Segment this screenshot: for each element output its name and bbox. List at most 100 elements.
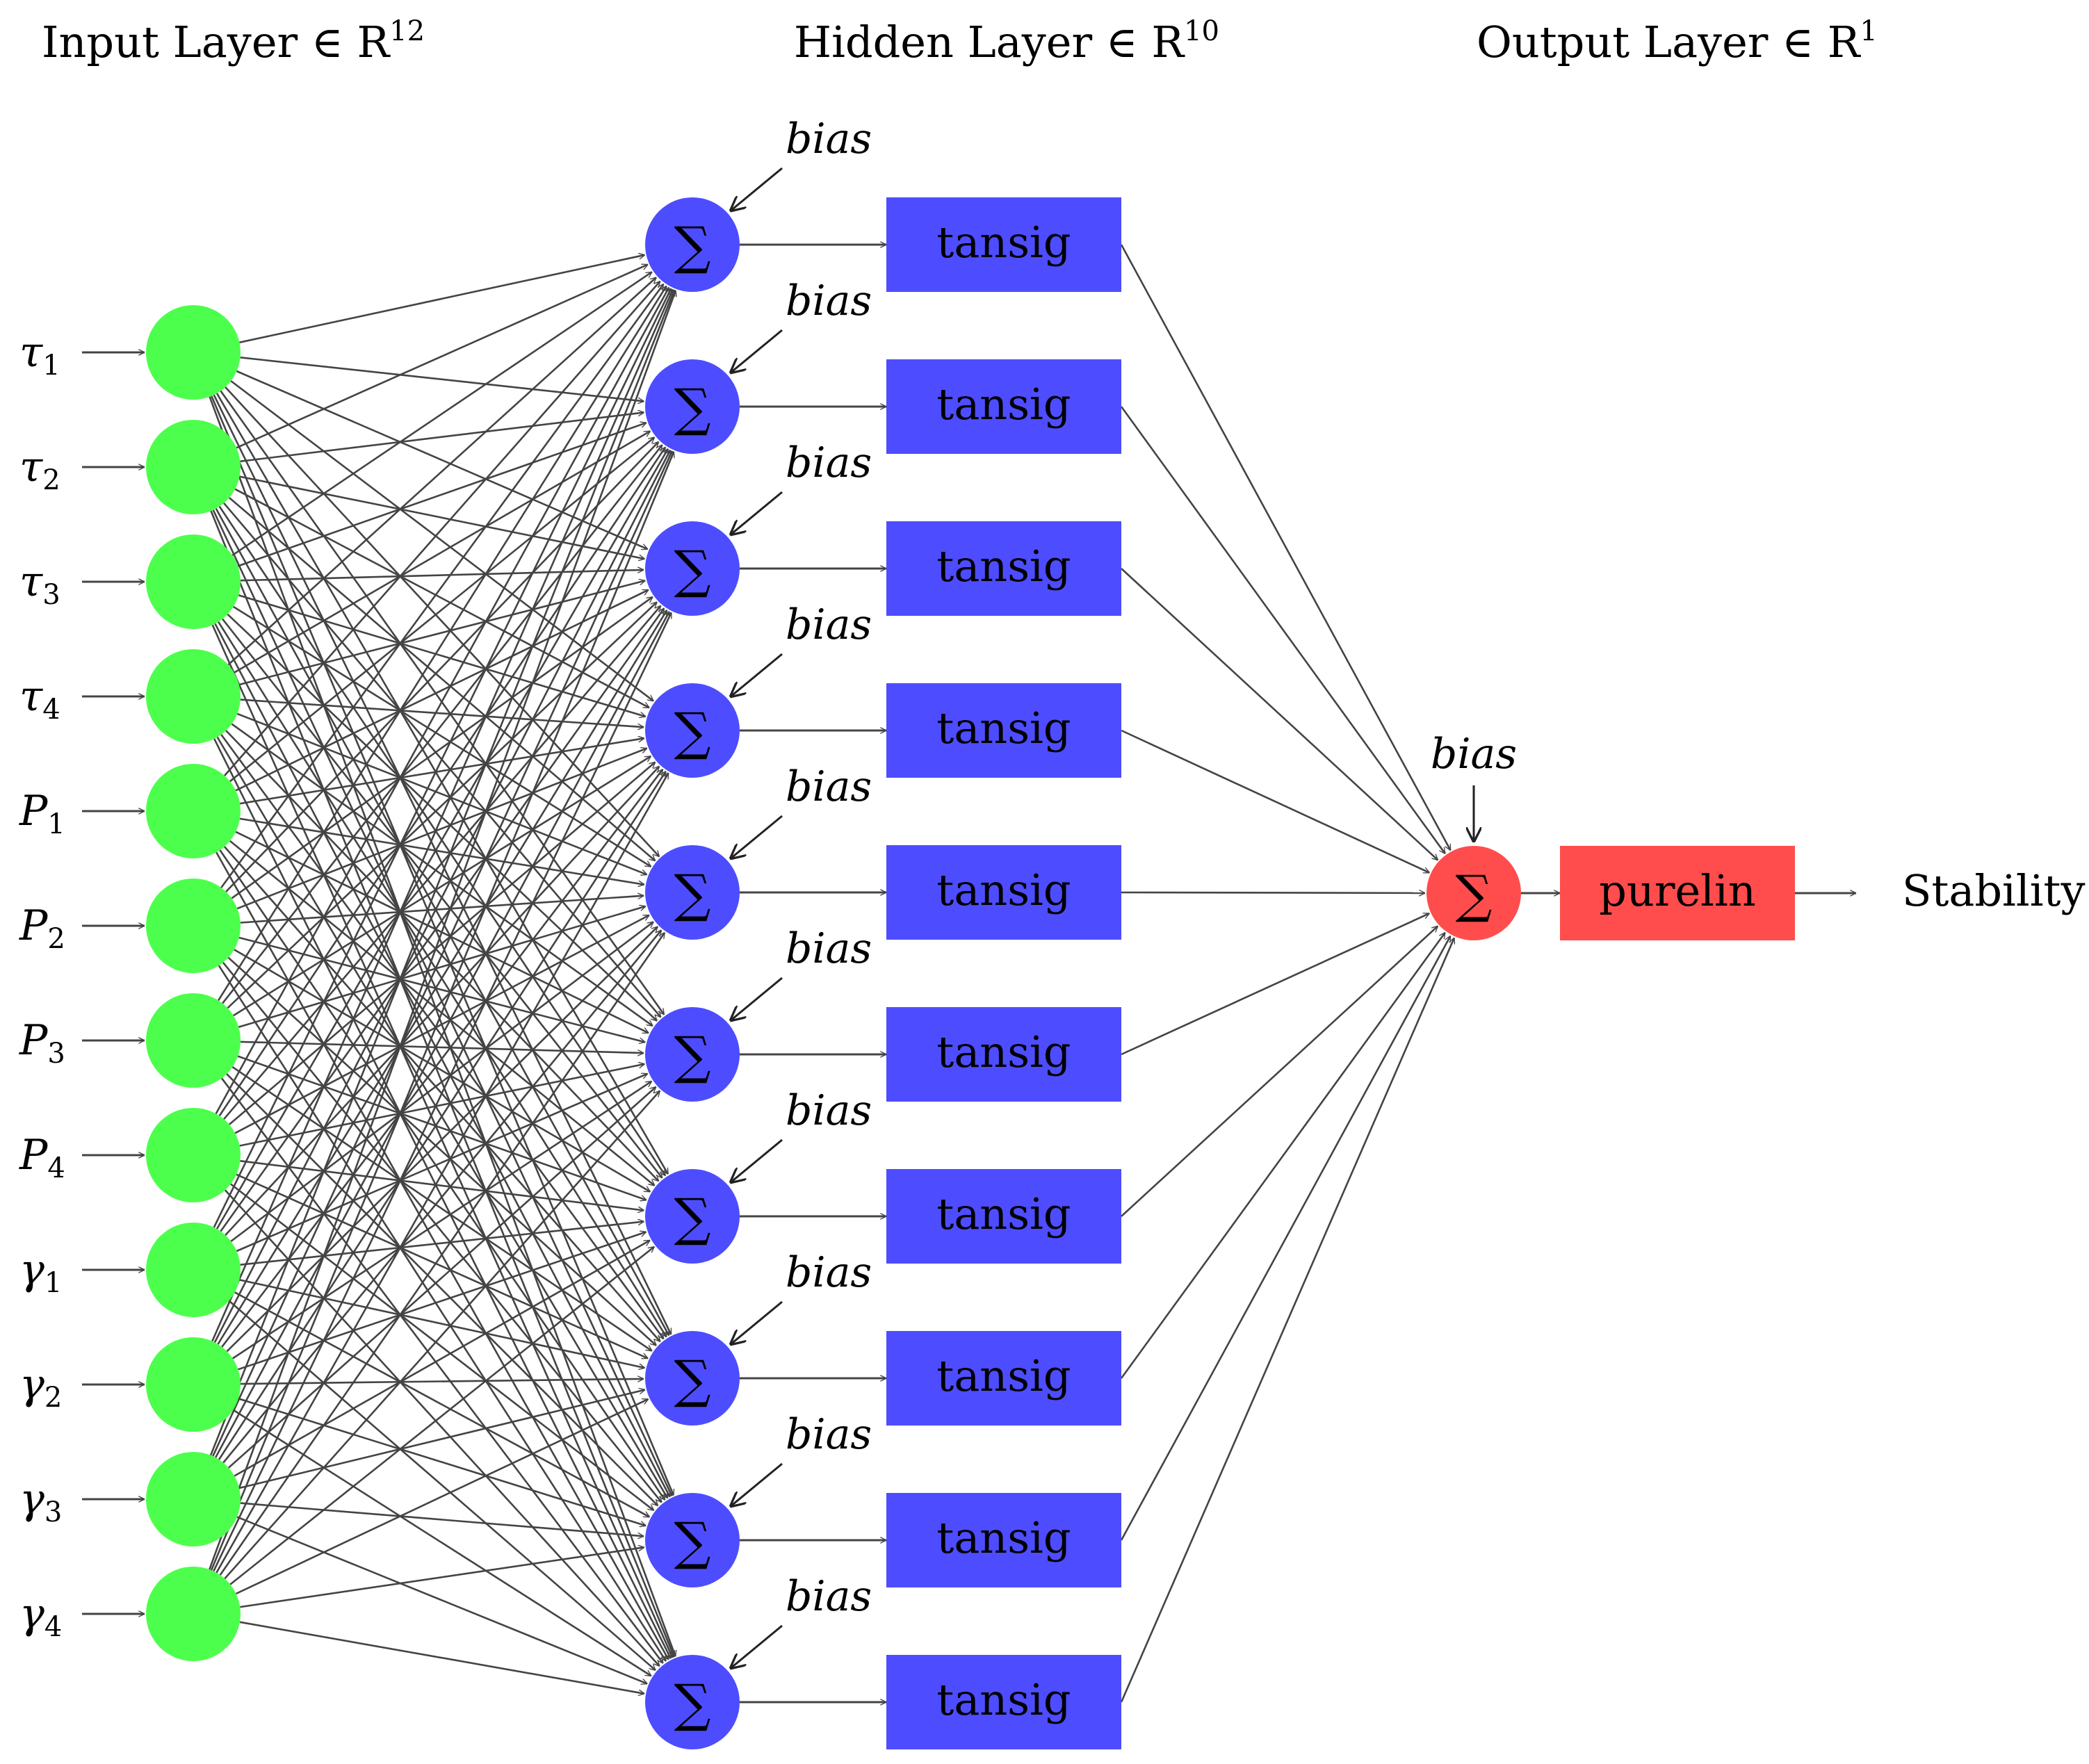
tansig-label: tansig xyxy=(936,217,1071,268)
hidden-sum-node xyxy=(645,521,740,616)
input-hidden-edge xyxy=(214,612,671,1458)
hidden-output-edge xyxy=(1121,892,1425,893)
input-hidden-edge xyxy=(220,284,665,888)
input-hidden-edge xyxy=(240,1222,644,1266)
tansig-box xyxy=(886,845,1121,940)
input-hidden-edge xyxy=(217,286,667,1002)
hidden-sum-node xyxy=(645,359,740,454)
tansig-box xyxy=(886,359,1121,454)
hidden-sum-symbol: ∑ xyxy=(674,378,711,438)
hidden-bias-arrow xyxy=(730,1462,783,1507)
input-node xyxy=(146,1108,241,1202)
hidden-output-edge xyxy=(1121,568,1438,860)
hidden-output-edge xyxy=(1120,406,1446,854)
tansig-label: tansig xyxy=(936,1350,1071,1401)
hidden-output-edge xyxy=(1120,933,1446,1379)
input-hidden-edge xyxy=(224,1189,660,1666)
input-hidden-edge xyxy=(236,749,647,910)
input-hidden-edge xyxy=(220,734,665,1339)
input-hidden-edge xyxy=(215,287,670,1115)
input-hidden-edge xyxy=(240,1379,644,1385)
input-label: P1 xyxy=(19,787,65,840)
input-hidden-edge xyxy=(235,1398,649,1595)
input-hidden-edge xyxy=(211,289,674,1342)
input-label: τ2 xyxy=(19,443,60,496)
tansig-label: tansig xyxy=(936,1189,1071,1239)
hidden-layer: bias ∑ tansig bias ∑ tansig bias ∑ tansig bias ∑ ta… xyxy=(645,115,1121,1749)
input-hidden-edge xyxy=(216,449,669,1230)
input-hidden-edge xyxy=(212,509,673,1496)
input-node xyxy=(146,305,241,400)
hidden-sum-node xyxy=(645,1493,740,1587)
hidden-bias-label: bias xyxy=(786,439,872,487)
input-hidden-edge xyxy=(221,618,663,1179)
input-hidden-edge xyxy=(236,263,648,449)
hidden-sum-node xyxy=(645,1655,740,1749)
input-label: τ4 xyxy=(19,672,60,726)
input-node xyxy=(146,649,241,744)
input-hidden-edge xyxy=(231,271,652,556)
input-hidden-edge xyxy=(237,1232,646,1371)
tansig-box xyxy=(886,1007,1121,1102)
input-node xyxy=(146,879,241,973)
hidden-bias-label: bias xyxy=(786,601,872,649)
input-hidden-edge xyxy=(216,773,669,1574)
hidden-output-edge xyxy=(1121,729,1429,874)
input-hidden-edge xyxy=(228,497,656,862)
hidden-output-edge xyxy=(1120,938,1454,1703)
tansig-box xyxy=(886,1655,1121,1749)
input-hidden-edge xyxy=(224,281,660,776)
hidden-sum-symbol: ∑ xyxy=(674,1350,711,1410)
input-node xyxy=(146,1337,241,1432)
input-hidden-edge xyxy=(234,914,649,1134)
tansig-label: tansig xyxy=(936,703,1071,753)
hidden-sum-symbol: ∑ xyxy=(674,216,711,276)
input-hidden-edge xyxy=(218,965,667,1661)
input-hidden-edge xyxy=(234,1239,650,1477)
input-hidden-edge xyxy=(216,851,669,1660)
input-hidden-edge xyxy=(236,1074,647,1252)
input-hidden-edge xyxy=(239,1279,644,1368)
input-hidden-edge xyxy=(236,370,647,549)
input-node xyxy=(146,420,241,514)
input-hidden-edge xyxy=(228,1300,656,1671)
input-hidden-edge xyxy=(234,430,651,673)
hidden-bias-label: bias xyxy=(786,1410,872,1459)
input-hidden-edge xyxy=(213,738,672,1658)
hidden-sum-symbol: ∑ xyxy=(674,540,711,600)
input-hidden-edge xyxy=(236,1516,647,1684)
hidden-sum-node xyxy=(645,1331,740,1426)
input-hidden-edge xyxy=(209,290,674,1456)
input-hidden-edge xyxy=(225,386,659,857)
input-hidden-edge xyxy=(222,445,663,1004)
hidden-bias-label: bias xyxy=(786,1248,872,1297)
input-hidden-edge xyxy=(220,1077,664,1663)
input-hidden-edge xyxy=(224,1091,660,1580)
hidden-sum-node xyxy=(645,845,740,940)
tansig-label: tansig xyxy=(936,1512,1071,1563)
input-hidden-edge xyxy=(214,623,671,1497)
output-sum-symbol: ∑ xyxy=(1456,865,1493,924)
input-hidden-edge xyxy=(211,395,674,1496)
input-hidden-edge xyxy=(238,594,646,717)
input-hidden-edge xyxy=(220,608,665,1232)
input-hidden-edge xyxy=(222,930,663,1464)
input-hidden-edge xyxy=(221,769,664,1348)
hidden-bias-arrow xyxy=(730,1138,783,1183)
output-label-stability: Stability xyxy=(1902,865,2085,916)
hidden-sum-symbol: ∑ xyxy=(674,1512,711,1571)
input-hidden-edge xyxy=(217,610,668,1345)
hidden-output-edge xyxy=(1121,912,1429,1056)
input-hidden-edge xyxy=(229,1246,654,1585)
input-hidden-edge xyxy=(213,450,672,1343)
output-bias-label: bias xyxy=(1431,730,1517,778)
input-hidden-edge xyxy=(235,589,649,792)
tansig-label: tansig xyxy=(936,865,1071,915)
input-hidden-edge xyxy=(210,452,674,1571)
input-node xyxy=(146,1567,241,1661)
input-hidden-edge xyxy=(236,712,647,875)
input-hidden-edge xyxy=(234,949,651,1193)
input-hidden-edge xyxy=(216,736,669,1498)
input-hidden-edge xyxy=(239,738,644,805)
